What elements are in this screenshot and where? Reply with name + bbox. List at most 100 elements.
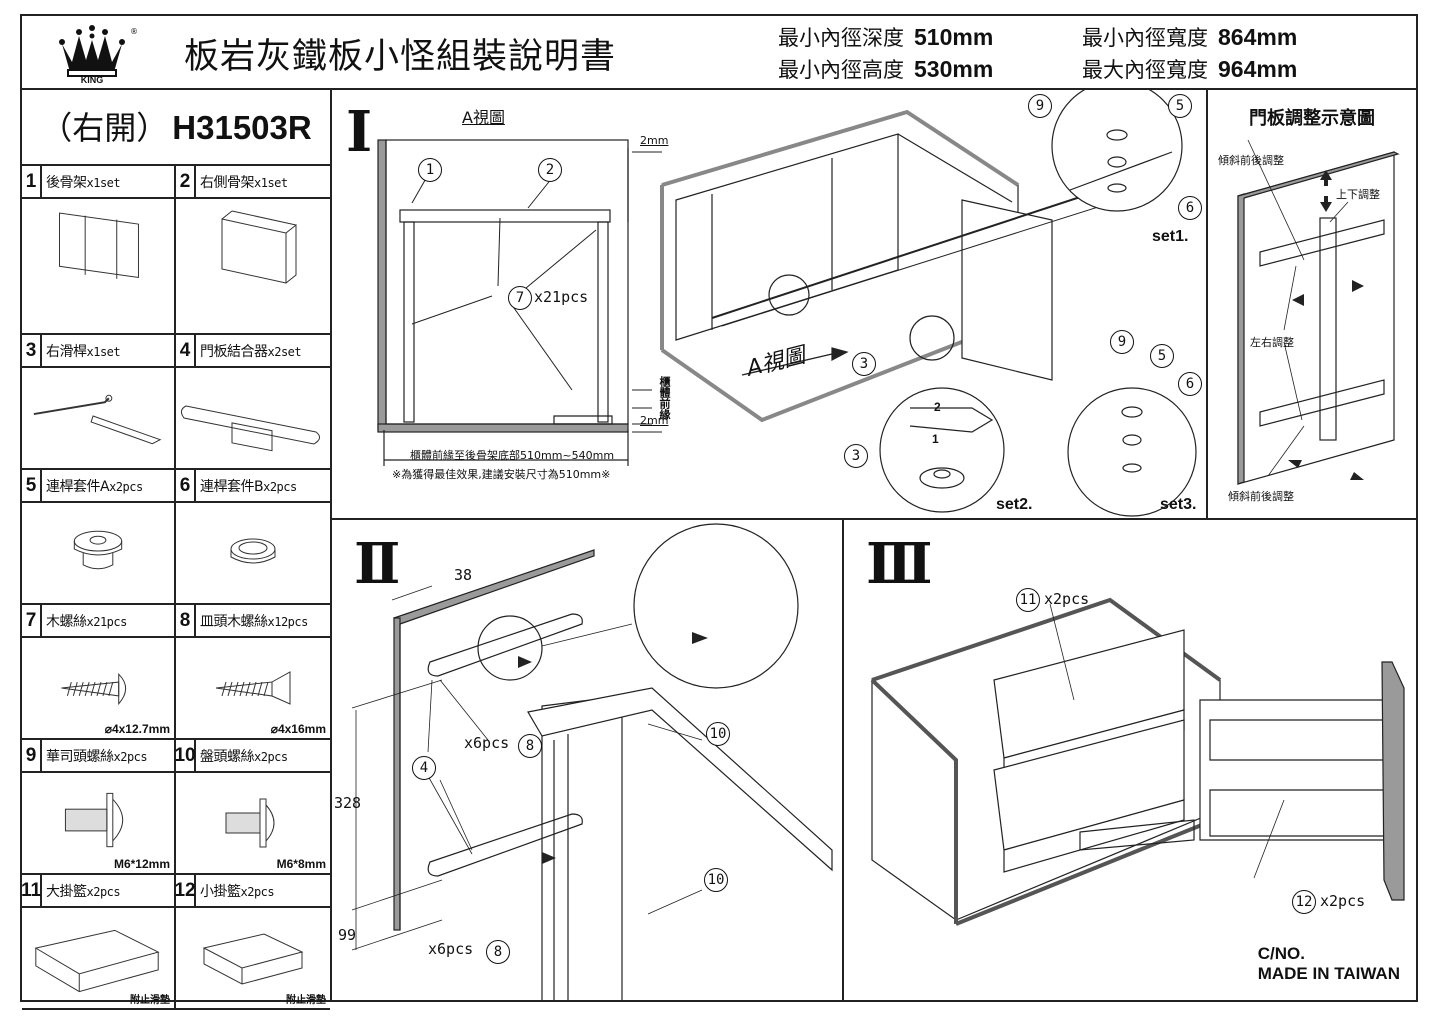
- footer-origin: C/NO. MADE IN TAIWAN: [1258, 944, 1400, 984]
- part-number: 9: [22, 740, 42, 771]
- gap-top-label: 2mm: [640, 134, 669, 147]
- adjustment-title: 門板調整示意圖: [1249, 108, 1375, 129]
- part-name: 連桿套件Ax2pcs: [46, 478, 143, 495]
- depth-dimension: 櫃體前緣至後骨架底部510mm~540mm: [410, 449, 615, 462]
- door-connector-icon: [180, 405, 320, 452]
- part-number: 4: [176, 335, 196, 366]
- step-1-drawing: [377, 90, 1197, 517]
- step-mark-2: 2: [934, 400, 941, 414]
- step-1-panel: I A視圖: [332, 90, 1206, 520]
- part-name: 盤頭螺絲x2pcs: [200, 748, 288, 765]
- callout-11: 11: [1016, 588, 1040, 612]
- basket-11-qty: x2pcs: [1044, 590, 1090, 608]
- svg-text:®: ®: [130, 27, 138, 36]
- step-3-drawing: [870, 597, 1405, 926]
- part-illustration: [22, 368, 174, 468]
- part-number: 2: [176, 166, 196, 197]
- step-2-drawing: [351, 523, 833, 1002]
- step-mark-1: 1: [932, 432, 939, 446]
- door-adjustment-panel: 門板調整示意圖: [1206, 90, 1416, 520]
- pan-head-screw-icon: [225, 798, 275, 848]
- dimension-328: 328: [334, 794, 362, 812]
- king-crown-logo: KING ®: [52, 22, 152, 85]
- gap-bottom-label: 2mm: [640, 414, 669, 427]
- part-name: 皿頭木螺絲x12pcs: [200, 613, 308, 630]
- countersunk-screw-icon: [215, 671, 291, 705]
- tilt-adjust-top-label: 傾斜前後調整: [1218, 154, 1284, 167]
- cabinet-isometric: [660, 109, 1153, 423]
- callout-9-set1: 9: [1028, 94, 1052, 118]
- part-illustration: ⌀4x12.7mm: [22, 638, 174, 738]
- part-spec: ⌀4x12.7mm: [104, 722, 170, 736]
- carton-number-label: C/NO.: [1257, 944, 1305, 963]
- a-view-section: [377, 139, 662, 466]
- basket-12-qty: x2pcs: [1320, 892, 1366, 910]
- part-illustration: [176, 368, 330, 468]
- small-basket-icon: [202, 933, 304, 985]
- part-name: 大掛籃x2pcs: [46, 883, 121, 900]
- callout-5-set3: 5: [1150, 344, 1174, 368]
- vertical-adjust-label: 上下調整: [1336, 188, 1380, 201]
- a-view-title: A視圖: [462, 108, 505, 127]
- callout-8-lower: 8: [486, 940, 510, 964]
- part-number: 12: [174, 875, 196, 906]
- large-basket-icon: [34, 929, 160, 993]
- part-name: 木螺絲x21pcs: [46, 613, 127, 630]
- part-illustration: ⌀4x16mm: [176, 638, 330, 738]
- svg-text:KING: KING: [81, 75, 104, 84]
- part-note: 附止滑墊: [286, 995, 326, 1006]
- bushing-b-icon: [230, 538, 276, 564]
- part-spec: ⌀4x16mm: [270, 722, 326, 736]
- part-number: 10: [174, 740, 196, 771]
- part-name: 小掛籃x2pcs: [200, 883, 275, 900]
- callout-9-set3: 9: [1110, 330, 1134, 354]
- made-in-label: MADE IN TAIWAN: [1257, 964, 1400, 983]
- step-2-numeral: II: [354, 531, 400, 597]
- part-number: 3: [22, 335, 42, 366]
- step-3-panel: III 11 x2pcs 12 x2pcs: [844, 520, 1416, 1002]
- depth-note: ※為獲得最佳效果,建議安裝尺寸為510mm※: [392, 468, 611, 481]
- tilt-adjust-bottom-label: 傾斜前後調整: [1228, 490, 1294, 503]
- callout-10-lower: 10: [704, 868, 728, 892]
- callout-4: 4: [412, 756, 436, 780]
- part-note: 附止滑墊: [130, 995, 170, 1006]
- detail-circles: [879, 90, 1197, 517]
- callout-3-detail: 3: [844, 444, 868, 468]
- side-frame-icon: [221, 210, 297, 284]
- screw-qty-7: x21pcs: [534, 288, 589, 306]
- part-number: 8: [176, 605, 196, 636]
- part-illustration: [22, 199, 174, 333]
- part-number: 7: [22, 605, 42, 636]
- callout-3: 3: [852, 352, 876, 376]
- callout-7: 7: [508, 286, 532, 310]
- screw-qty-upper: x6pcs: [464, 734, 510, 752]
- callout-6-set1: 6: [1178, 196, 1202, 220]
- part-name: 連桿套件Bx2pcs: [200, 478, 297, 495]
- set1-label: set1.: [1152, 228, 1189, 245]
- part-illustration: [176, 503, 330, 603]
- part-number: 11: [21, 875, 42, 906]
- callout-6-set3: 6: [1178, 372, 1202, 396]
- part-name: 後骨架x1set: [46, 174, 121, 191]
- callout-1: 1: [418, 158, 442, 182]
